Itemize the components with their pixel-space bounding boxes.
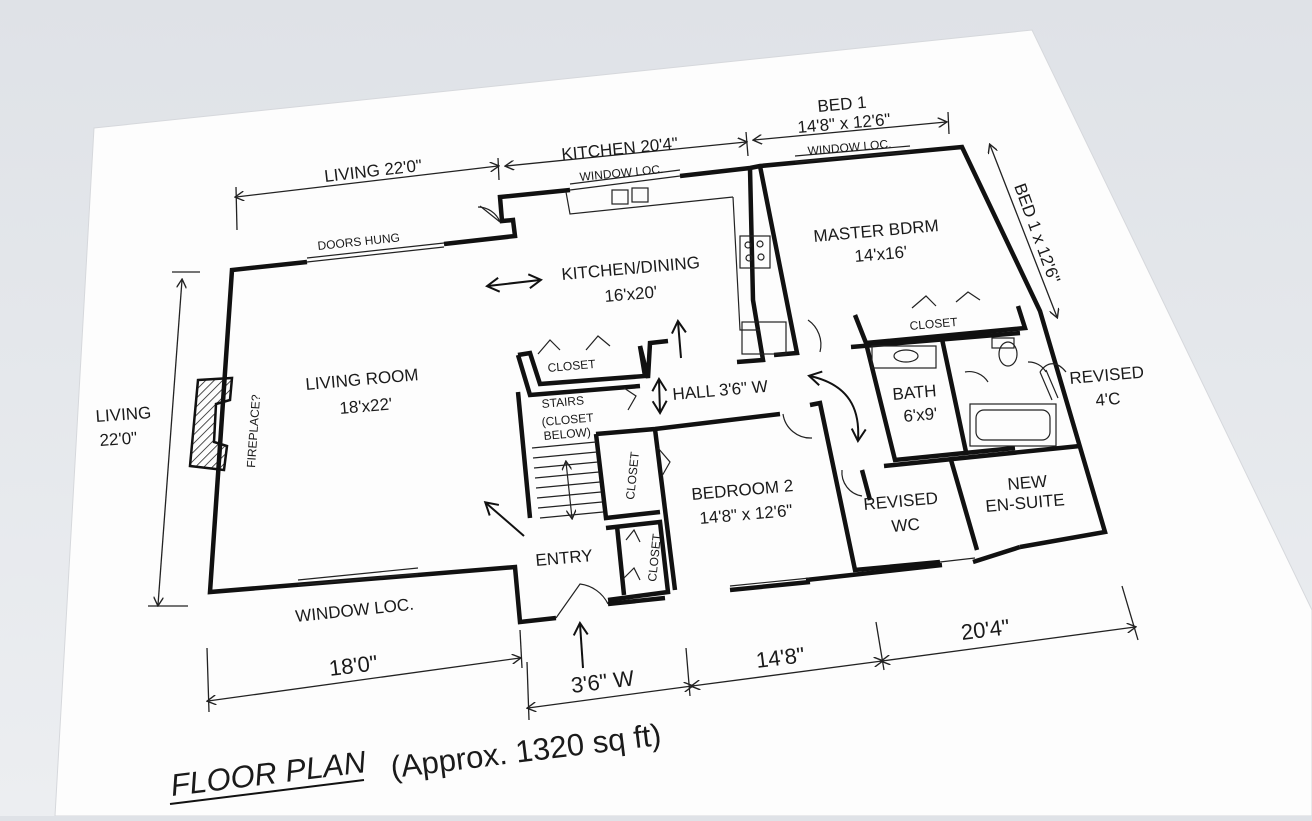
bath-fixtures bbox=[871, 337, 1057, 447]
room-master-size: 14'x16' bbox=[854, 242, 908, 266]
dim-bottom-18: 18'0" bbox=[328, 650, 379, 681]
dim-living-side-a: LIVING bbox=[95, 403, 152, 426]
room-living-size: 18'x22' bbox=[339, 394, 393, 418]
interior-walls bbox=[515, 165, 1081, 603]
note-fireplace: FIREPLACE? bbox=[244, 394, 263, 468]
room-ensuite-a: NEW bbox=[1007, 472, 1048, 494]
room-bath-name: BATH bbox=[892, 381, 938, 404]
room-closet-v2: CLOSET bbox=[645, 532, 664, 582]
room-bath-size: 6'x9' bbox=[903, 404, 938, 426]
flow-arrows bbox=[483, 273, 1067, 669]
window-marks bbox=[297, 145, 1059, 587]
room-closet-v1: CLOSET bbox=[623, 450, 642, 500]
room-stairs-a: STAIRS bbox=[541, 393, 585, 411]
room-stairs-b: (CLOSET bbox=[541, 410, 595, 429]
door-swings bbox=[477, 205, 1047, 619]
dimension-lines bbox=[148, 111, 1139, 721]
room-entry: ENTRY bbox=[535, 546, 594, 570]
room-closet-stair: CLOSET bbox=[547, 357, 597, 375]
dim-bed1-top-a: BED 1 bbox=[817, 93, 868, 116]
plan-title-underline bbox=[169, 779, 365, 805]
room-closet-master: CLOSET bbox=[909, 315, 959, 333]
kitchen-fixtures bbox=[565, 187, 787, 355]
room-stairs-c: BELOW) bbox=[543, 425, 591, 443]
room-wc-b: WC bbox=[891, 515, 921, 536]
dim-living-side-b: 22'0" bbox=[99, 428, 138, 450]
fireplace bbox=[188, 376, 234, 472]
stair-treads bbox=[531, 441, 604, 518]
room-labels: LIVING ROOM 18'x22' KITCHEN/DINING 16'x2… bbox=[305, 216, 1066, 582]
dim-bottom-204: 20'4" bbox=[960, 614, 1011, 645]
note-revised-b: 4'C bbox=[1095, 389, 1122, 410]
room-kitchen-size: 16'x20' bbox=[604, 282, 658, 306]
dim-bottom-148: 14'8" bbox=[755, 642, 806, 673]
